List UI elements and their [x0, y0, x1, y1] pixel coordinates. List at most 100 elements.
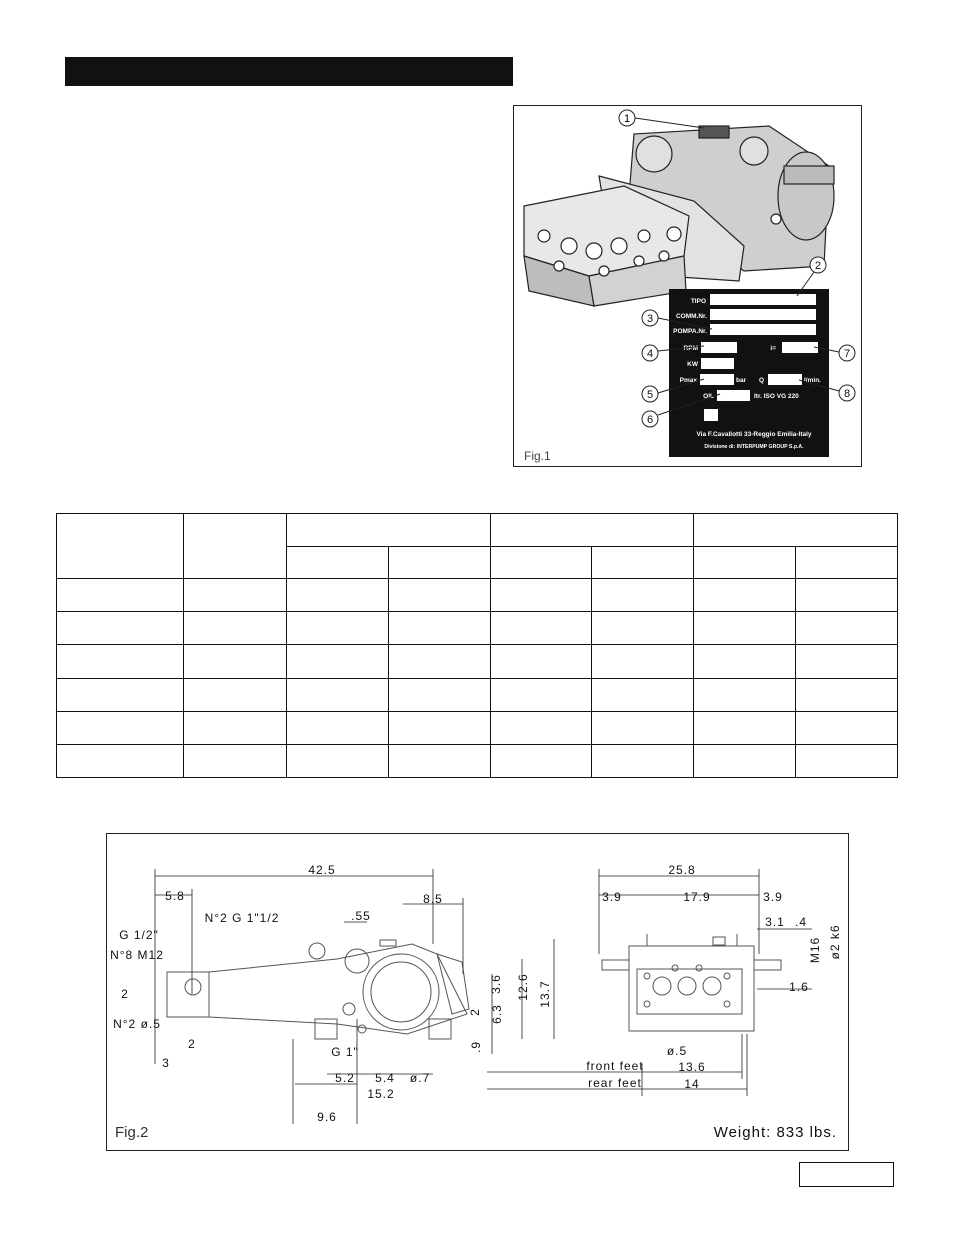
- dim-m16: M16: [808, 937, 822, 963]
- dim-6-3: 6.3: [490, 1004, 504, 1024]
- table-header-cell: [489, 512, 695, 548]
- callout-3-label: 3: [647, 313, 653, 325]
- dim-17-9: 17.9: [683, 890, 710, 904]
- table-row: [56, 743, 898, 779]
- table-cell: [693, 578, 797, 613]
- table-cell: [183, 644, 287, 679]
- table-cell: [56, 644, 184, 679]
- plate-pmax: Pmax: [680, 377, 698, 384]
- table-cell: [795, 611, 898, 646]
- plate-tipo: TIPO: [691, 298, 706, 305]
- table-cell: [795, 644, 898, 679]
- table-cell: [286, 710, 389, 745]
- callout-4-label: 4: [647, 348, 653, 360]
- dim-9-6: 9.6: [317, 1110, 337, 1124]
- table-cell: [489, 710, 593, 745]
- plate-logo: [704, 409, 718, 421]
- front-view-outline: [601, 934, 782, 1032]
- dim-15-2: 15.2: [367, 1087, 394, 1101]
- dim-3: 3: [162, 1056, 170, 1070]
- dim-09: .9: [469, 1041, 483, 1053]
- table-cell: [693, 677, 797, 712]
- dim-2-c: 2: [468, 1008, 482, 1016]
- table-cell: [387, 578, 491, 613]
- dim-1-6: 1.6: [789, 980, 809, 994]
- table-cell: [693, 743, 797, 779]
- dim-n8-m12: N°8 M12: [110, 948, 164, 962]
- label-rear-feet: rear feet: [588, 1076, 642, 1090]
- table-cell: [387, 710, 491, 745]
- table-cell: [183, 677, 287, 712]
- dim-3-1: 3.1: [765, 915, 785, 929]
- figure-1-pump-nameplate: 1 TIPO COMM.Nr. POMPA.Nr. RPM i= KW Pmax…: [513, 105, 862, 467]
- table-cell: [56, 578, 184, 613]
- dim-3-9-b: 3.9: [763, 890, 783, 904]
- table-cell: [286, 644, 389, 679]
- table-cell: [489, 743, 593, 779]
- dim-g1: G 1": [331, 1045, 359, 1059]
- page-number-box: [799, 1162, 894, 1187]
- table-cell: [286, 611, 389, 646]
- dim-3-6: 3.6: [489, 974, 503, 994]
- table-subheader-row: [57, 546, 898, 580]
- plate-oil: OIL: [703, 393, 714, 400]
- table-cell: [183, 710, 287, 745]
- callout-5-label: 5: [647, 389, 653, 401]
- dim-055: .55: [351, 909, 371, 923]
- table-row: [56, 710, 898, 745]
- callout-7-label: 7: [844, 348, 850, 360]
- table-cell: [489, 677, 593, 712]
- table-cell: [591, 743, 695, 779]
- table-cell: [183, 743, 287, 779]
- pump-illustration: [523, 125, 835, 307]
- dim-5-4: 5.4: [375, 1071, 395, 1085]
- plate-oil-spec: ltr. ISO VG 220: [754, 393, 799, 400]
- dim-2-b: 2: [188, 1037, 196, 1051]
- table-cell: [693, 611, 797, 646]
- table-cell: [591, 644, 695, 679]
- table-header-cell: [795, 546, 898, 580]
- section-title-bar: [65, 57, 513, 86]
- table-cell: [387, 677, 491, 712]
- figure-1-drawing: 1 TIPO COMM.Nr. POMPA.Nr. RPM i= KW Pmax…: [523, 109, 856, 463]
- table-cell: [591, 611, 695, 646]
- dim-14: 14: [684, 1077, 699, 1091]
- dim-12-6: 12.6: [516, 973, 530, 1000]
- plate-division: Divisione di: INTERPUMP GROUP S.p.A.: [704, 444, 804, 450]
- table-cell: [183, 611, 287, 646]
- dim-n2-g1-half: N°2 G 1"1/2: [205, 911, 280, 925]
- plate-pompa: POMPA.Nr.: [673, 328, 707, 335]
- table-cell: [795, 743, 898, 779]
- table-cell: [286, 677, 389, 712]
- table-cell: [286, 743, 389, 779]
- table-cell: [591, 578, 695, 613]
- spec-table: [56, 512, 898, 779]
- callout-2-label: 2: [815, 260, 821, 272]
- table-cell: [56, 677, 184, 712]
- fig2-caption: Fig.2: [115, 1124, 148, 1141]
- table-cell: [489, 644, 593, 679]
- table-cell: [795, 578, 898, 613]
- plate-address: Via F.Cavallotti 33-Reggio Emilia-Italy: [696, 431, 811, 438]
- table-cell: [56, 710, 184, 745]
- table-header-row: [56, 512, 898, 580]
- table-cell: [591, 710, 695, 745]
- table-cell: [56, 611, 184, 646]
- table-header-cell: [286, 512, 491, 548]
- dim-25-8: 25.8: [668, 863, 695, 877]
- callout-1-label: 1: [624, 113, 630, 125]
- table-row: [56, 677, 898, 712]
- dim-42-5: 42.5: [308, 863, 335, 877]
- table-header-cell: [183, 512, 287, 580]
- callout-6-label: 6: [647, 414, 653, 426]
- table-cell: [387, 644, 491, 679]
- table-row: [56, 644, 898, 679]
- plate-ratio: i=: [770, 345, 776, 352]
- dim-04: .4: [795, 915, 807, 929]
- dim-dia-7: ø.7: [410, 1071, 430, 1085]
- plate-rpm: RPM: [684, 345, 698, 352]
- dim-2-a: 2: [121, 987, 129, 1001]
- table-cell: [489, 578, 593, 613]
- dim-dia-05: ø.5: [667, 1044, 687, 1058]
- table-cell: [795, 710, 898, 745]
